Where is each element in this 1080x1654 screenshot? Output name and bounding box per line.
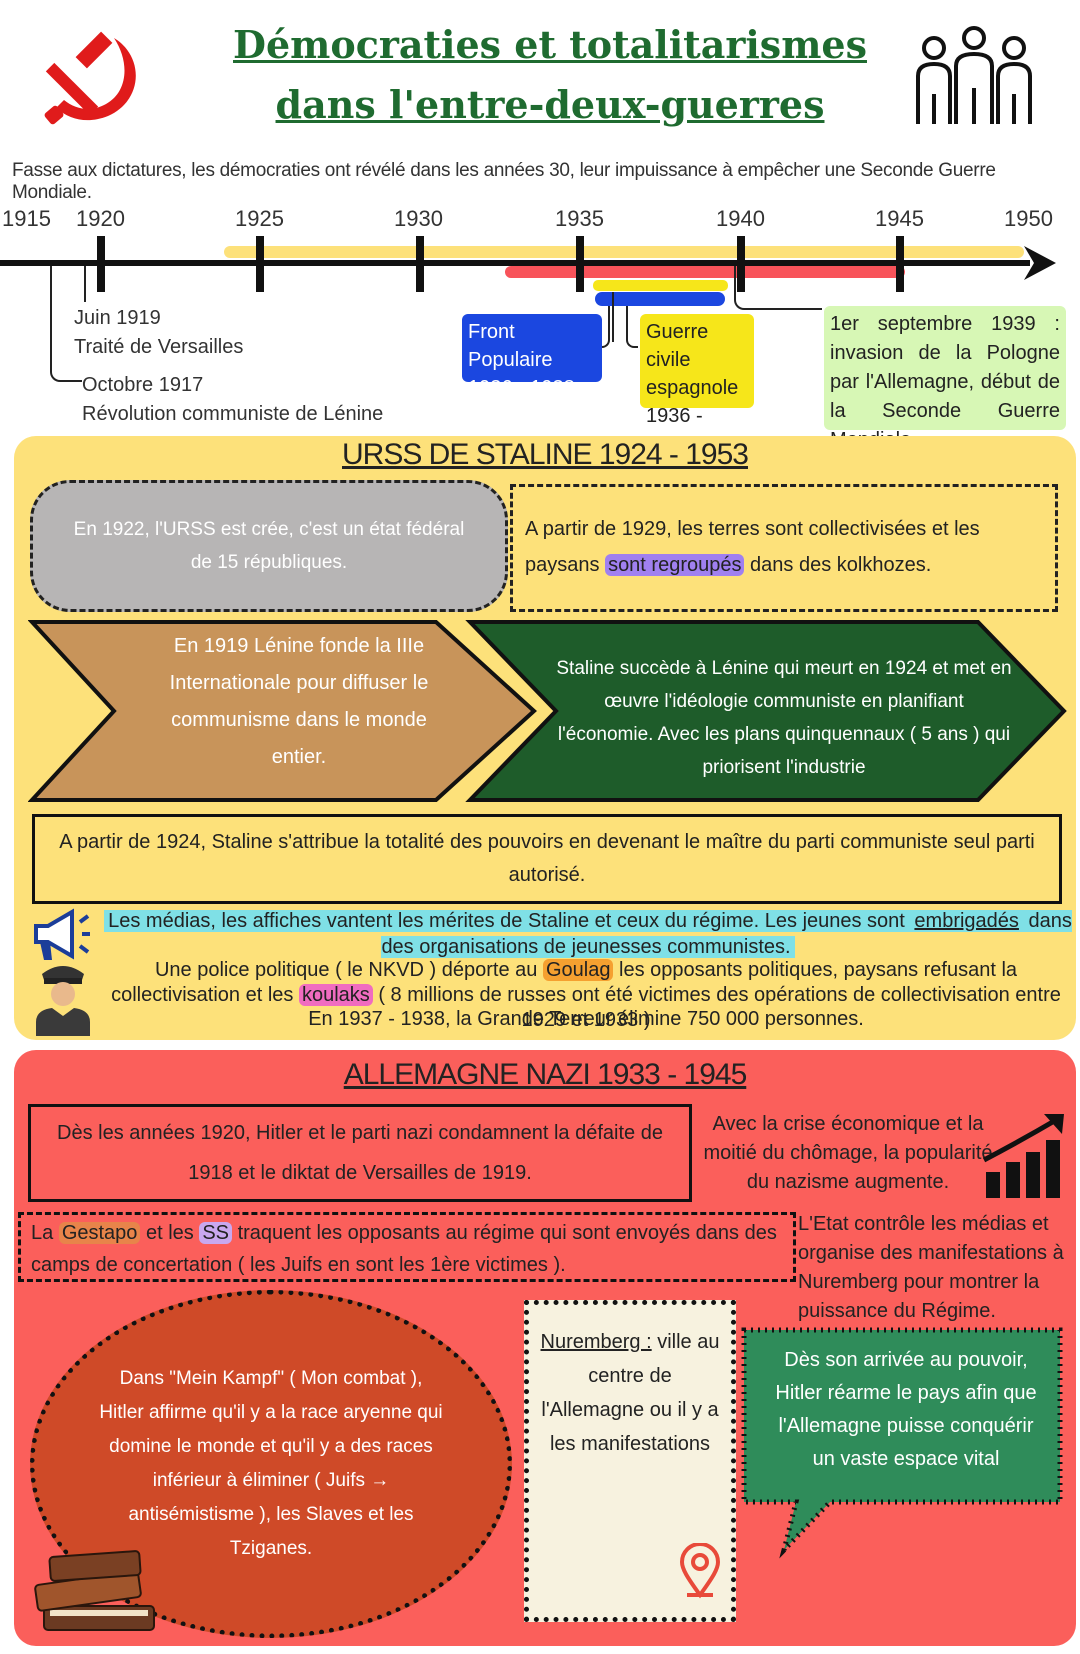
gestapo-highlight: Gestapo bbox=[58, 1222, 141, 1244]
leader-line bbox=[600, 306, 610, 348]
year-label: 1915 bbox=[2, 206, 51, 231]
rising-chart-icon bbox=[982, 1114, 1064, 1198]
staline-text: Staline succède à Lénine qui meurt en 19… bbox=[556, 658, 1012, 778]
guerre-line2: espagnole bbox=[646, 377, 739, 399]
event-ww2: 1er septembre 1939 : invasion de la Polo… bbox=[824, 306, 1066, 451]
period-bar-amber bbox=[593, 280, 728, 291]
period-bar-red bbox=[505, 266, 905, 278]
ussr-title: URSS DE STALINE 1924 - 1953 bbox=[342, 438, 749, 471]
leader-line bbox=[50, 266, 82, 382]
gestapo-text-b: et les bbox=[140, 1222, 200, 1244]
front-dates: 1936 - 1938 bbox=[468, 377, 575, 399]
megaphone-icon bbox=[34, 908, 90, 960]
timeline-tick bbox=[256, 236, 264, 292]
hammer-sickle-icon bbox=[44, 31, 136, 125]
medias-text-a: Les médias, les affiches vantent les mér… bbox=[104, 910, 915, 932]
year-label: 1935 bbox=[555, 206, 604, 231]
leader-line bbox=[626, 306, 638, 348]
ussr-police-text: Une police politique ( le NKVD ) déporte… bbox=[98, 958, 1074, 1033]
police-officer-icon bbox=[36, 966, 90, 1036]
kolkhoz-text-a: A partir de 1929, les terres sont collec… bbox=[525, 518, 980, 576]
ussr-federal-box: En 1922, l'URSS est crée, c'est un état … bbox=[30, 480, 508, 612]
germany-gestapo-box: La Gestapo et les SS traquent les opposa… bbox=[18, 1212, 796, 1282]
nuremberg-title: Nuremberg : bbox=[540, 1331, 652, 1353]
gestapo-text-a: La bbox=[31, 1222, 59, 1244]
koulaks-highlight: koulaks bbox=[298, 984, 373, 1006]
year-label: 1940 bbox=[716, 206, 765, 231]
leader-line bbox=[84, 266, 86, 302]
ussr-pouvoirs-box: A partir de 1924, Staline s'attribue la … bbox=[32, 814, 1062, 904]
mein-kampf-oval: Dans "Mein Kampf" ( Mon combat ), Hitler… bbox=[30, 1290, 512, 1638]
mein-kampf-text: Dans "Mein Kampf" ( Mon combat ), Hitler… bbox=[99, 1368, 443, 1559]
event-versailles-label: Traité de Versailles bbox=[74, 336, 244, 358]
ussr-medias-text: Les médias, les affiches vantent les mér… bbox=[104, 908, 1072, 960]
timeline-arrow-head bbox=[1024, 246, 1056, 280]
kolkhoz-highlight: sont regroupés bbox=[605, 554, 745, 576]
event-versailles-date: Juin 1919 bbox=[74, 307, 161, 329]
people-group-icon bbox=[916, 26, 1032, 124]
timeline-tick bbox=[737, 236, 745, 292]
leader-line bbox=[734, 266, 822, 310]
police-text-b: les opposants politiques, paysans refusa… bbox=[111, 959, 1018, 1006]
ussr-panel: URSS DE STALINE 1924 - 1953 En 1922, l'U… bbox=[14, 436, 1076, 1040]
kolkhoz-text-c: dans des kolkhozes. bbox=[744, 554, 932, 576]
location-pin-icon bbox=[679, 1543, 721, 1599]
year-label: 1945 bbox=[875, 206, 924, 231]
speech-bubble-shape bbox=[741, 1327, 1063, 1559]
period-bar-yellow bbox=[224, 246, 1024, 258]
year-label: 1950 bbox=[1004, 206, 1053, 231]
timeline-tick bbox=[97, 236, 105, 292]
intro-text: Fasse aux dictatures, les démocraties on… bbox=[12, 160, 996, 203]
ss-highlight: SS bbox=[199, 1222, 233, 1244]
goulag-highlight: Goulag bbox=[542, 959, 614, 981]
year-label: 1925 bbox=[235, 206, 284, 231]
germany-crise-text: Avec la crise économique et la moitié du… bbox=[703, 1113, 993, 1193]
event-front-populaire: Front Populaire 1936 - 1938 bbox=[462, 314, 602, 399]
event-revolution-label: Révolution communiste de Lénine bbox=[82, 403, 384, 425]
event-guerre-espagne: Guerre civile espagnole 1936 - 1938 bbox=[640, 314, 754, 455]
period-bar-blue bbox=[595, 292, 725, 306]
timeline-tick bbox=[576, 236, 584, 292]
chevron-shapes bbox=[28, 620, 1067, 802]
year-label: 1920 bbox=[76, 206, 125, 231]
germany-versailles-box: Dès les années 1920, Hitler et le parti … bbox=[28, 1104, 692, 1202]
year-label: 1930 bbox=[394, 206, 443, 231]
guerre-line1: Guerre civile bbox=[646, 321, 709, 371]
police-text-c: ( 8 millions de russes ont été victimes … bbox=[372, 984, 1061, 1031]
leader-line bbox=[612, 292, 614, 342]
lenine-text: En 1919 Lénine fonde la IIIe Internation… bbox=[169, 635, 429, 768]
pouvoirs-text: A partir de 1924, Staline s'attribue la … bbox=[59, 831, 1035, 886]
police-text-a: Une police politique ( le NKVD ) déporte… bbox=[154, 959, 543, 981]
page-title-line2: dans l'entre-deux-guerres bbox=[275, 82, 825, 127]
page-title-line1: Démocraties et totalitarismes bbox=[233, 22, 867, 67]
nuremberg-body: ville au centre de l'Allemagne ou il y a… bbox=[541, 1331, 720, 1455]
germany-title: ALLEMAGNE NAZI 1933 - 1945 bbox=[343, 1058, 748, 1091]
timeline-tick bbox=[896, 236, 904, 292]
books-icon bbox=[34, 1550, 155, 1631]
nuremberg-text: Nuremberg : ville au centre de l'Allemag… bbox=[539, 1325, 721, 1461]
ussr-terreur-text: En 1937 - 1938, la Grande Terreur élimin… bbox=[308, 1008, 864, 1030]
timeline-axis bbox=[0, 260, 1030, 266]
ussr-kolkhoz-box: A partir de 1929, les terres sont collec… bbox=[510, 484, 1058, 612]
gestapo-text-c: traquent les opposants au régime qui son… bbox=[31, 1222, 777, 1276]
versailles-text: Dès les années 1920, Hitler et le parti … bbox=[57, 1122, 663, 1184]
front-label: Front Populaire bbox=[468, 321, 553, 371]
federal-text: En 1922, l'URSS est crée, c'est un état … bbox=[73, 519, 465, 573]
espace-vital-text: Dès son arrivée au pouvoir, Hitler réarm… bbox=[775, 1349, 1037, 1470]
timeline-tick bbox=[416, 236, 424, 292]
germany-panel: ALLEMAGNE NAZI 1933 - 1945 Dès les année… bbox=[14, 1050, 1076, 1646]
event-revolution-date: Octobre 1917 bbox=[82, 374, 204, 396]
germany-etat-text: L'Etat contrôle les médias et organise d… bbox=[798, 1213, 1064, 1322]
nuremberg-box: Nuremberg : ville au centre de l'Allemag… bbox=[524, 1300, 736, 1622]
medias-embrigades: embrigadés bbox=[914, 910, 1019, 932]
